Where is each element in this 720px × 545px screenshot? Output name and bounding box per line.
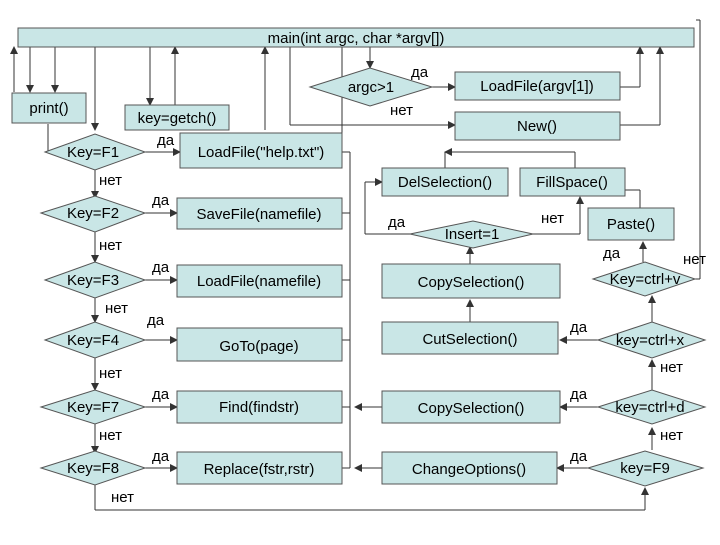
ctrl-x-yes-label: да [570,319,588,336]
f1-decision: Key=F1 [43,133,147,171]
replace-box: Replace(fstr,rstr) [176,451,343,485]
argc-decision: argc>1 [308,67,434,107]
f3-no-label: нет [105,300,128,317]
paste-box: Paste() [587,207,675,241]
copy-selection-2-box-label: CopySelection() [418,400,525,417]
main-box-label: main(int argc, char *argv[]) [268,30,445,47]
branch-labels: да нет да нет да нет да нет да нет да не… [99,64,706,506]
find-box: Find(findstr) [176,390,343,424]
load-help-box-label: LoadFile("help.txt") [198,144,325,161]
f3-decision-label: Key=F3 [67,272,119,289]
goto-box: GoTo(page) [176,327,343,362]
f2-decision: Key=F2 [39,195,147,233]
goto-box-label: GoTo(page) [219,338,298,355]
ctrl-x-no-label: нет [660,359,683,376]
connectors [10,19,701,511]
save-file-box: SaveFile(namefile) [176,197,343,230]
f8-decision: Key=F8 [39,450,147,486]
change-options-box: ChangeOptions() [381,451,558,485]
ctrl-v-decision-label: Key=ctrl+v [610,271,681,288]
change-options-box-label: ChangeOptions() [412,461,526,478]
f7-decision: Key=F7 [39,389,147,425]
f9-yes-label: да [570,448,588,465]
save-file-box-label: SaveFile(namefile) [196,206,321,223]
copy-selection-1-box: CopySelection() [381,263,561,299]
f4-no-label: нет [99,365,122,382]
f8-yes-label: да [152,448,170,465]
f7-yes-label: да [152,386,170,403]
fill-space-box-label: FillSpace() [536,174,608,191]
f2-decision-label: Key=F2 [67,205,119,222]
cut-selection-box: CutSelection() [381,321,559,355]
f3-yes-label: да [152,259,170,276]
ctrl-x-decision: key=ctrl+x [596,321,707,359]
ctrl-d-yes-label: да [570,386,588,403]
load-argv-box: LoadFile(argv[1]) [454,71,621,101]
f7-no-label: нет [99,427,122,444]
ctrl-x-decision-label: key=ctrl+x [616,332,685,349]
f3-decision: Key=F3 [43,261,147,299]
replace-box-label: Replace(fstr,rstr) [204,461,315,478]
print-box: print() [11,92,87,124]
getch-box-label: key=getch() [138,110,217,127]
load-file-box: LoadFile(namefile) [176,264,343,298]
argc-yes-label: да [411,64,429,81]
fill-space-box: FillSpace() [519,167,626,197]
insert-decision-label: Insert=1 [445,226,500,243]
load-help-box: LoadFile("help.txt") [179,132,343,169]
ctrl-v-decision: Key=ctrl+v [591,261,697,297]
f1-yes-label: да [157,132,175,149]
load-argv-box-label: LoadFile(argv[1]) [480,78,593,95]
f7-decision-label: Key=F7 [67,399,119,416]
load-file-box-label: LoadFile(namefile) [197,273,321,290]
argc-decision-label: argc>1 [348,79,394,96]
f9-decision: key=F9 [586,450,705,487]
f4-yes-label: да [147,312,165,329]
f4-decision-label: Key=F4 [67,332,119,349]
new-box-label: New() [517,118,557,135]
ctrl-v-no-label: нет [683,251,706,268]
f9-decision-label: key=F9 [620,460,670,477]
ctrl-d-decision: key=ctrl+d [596,389,707,425]
f1-no-label: нет [99,172,122,189]
f4-decision: Key=F4 [43,321,147,359]
insert-no-label: нет [541,210,564,227]
main-box: main(int argc, char *argv[]) [17,27,695,48]
ctrl-d-no-label: нет [660,427,683,444]
new-box: New() [454,111,621,141]
del-selection-box-label: DelSelection() [398,174,492,191]
f1-decision-label: Key=F1 [67,144,119,161]
paste-box-label: Paste() [607,216,655,233]
f8-no-label: нет [111,489,134,506]
argc-no-label: нет [390,102,413,119]
copy-selection-1-box-label: CopySelection() [418,274,525,291]
insert-yes-label: да [388,214,406,231]
ctrl-v-yes-label: да [603,245,621,262]
insert-decision: Insert=1 [409,220,534,249]
del-selection-box: DelSelection() [381,167,509,197]
find-box-label: Find(findstr) [219,399,299,416]
f2-yes-label: да [152,192,170,209]
f2-no-label: нет [99,237,122,254]
copy-selection-2-box: CopySelection() [381,390,561,424]
f8-decision-label: Key=F8 [67,460,119,477]
ctrl-d-decision-label: key=ctrl+d [615,399,684,416]
getch-box: key=getch() [124,104,230,131]
print-box-label: print() [29,100,68,117]
cut-selection-box-label: CutSelection() [422,331,517,348]
